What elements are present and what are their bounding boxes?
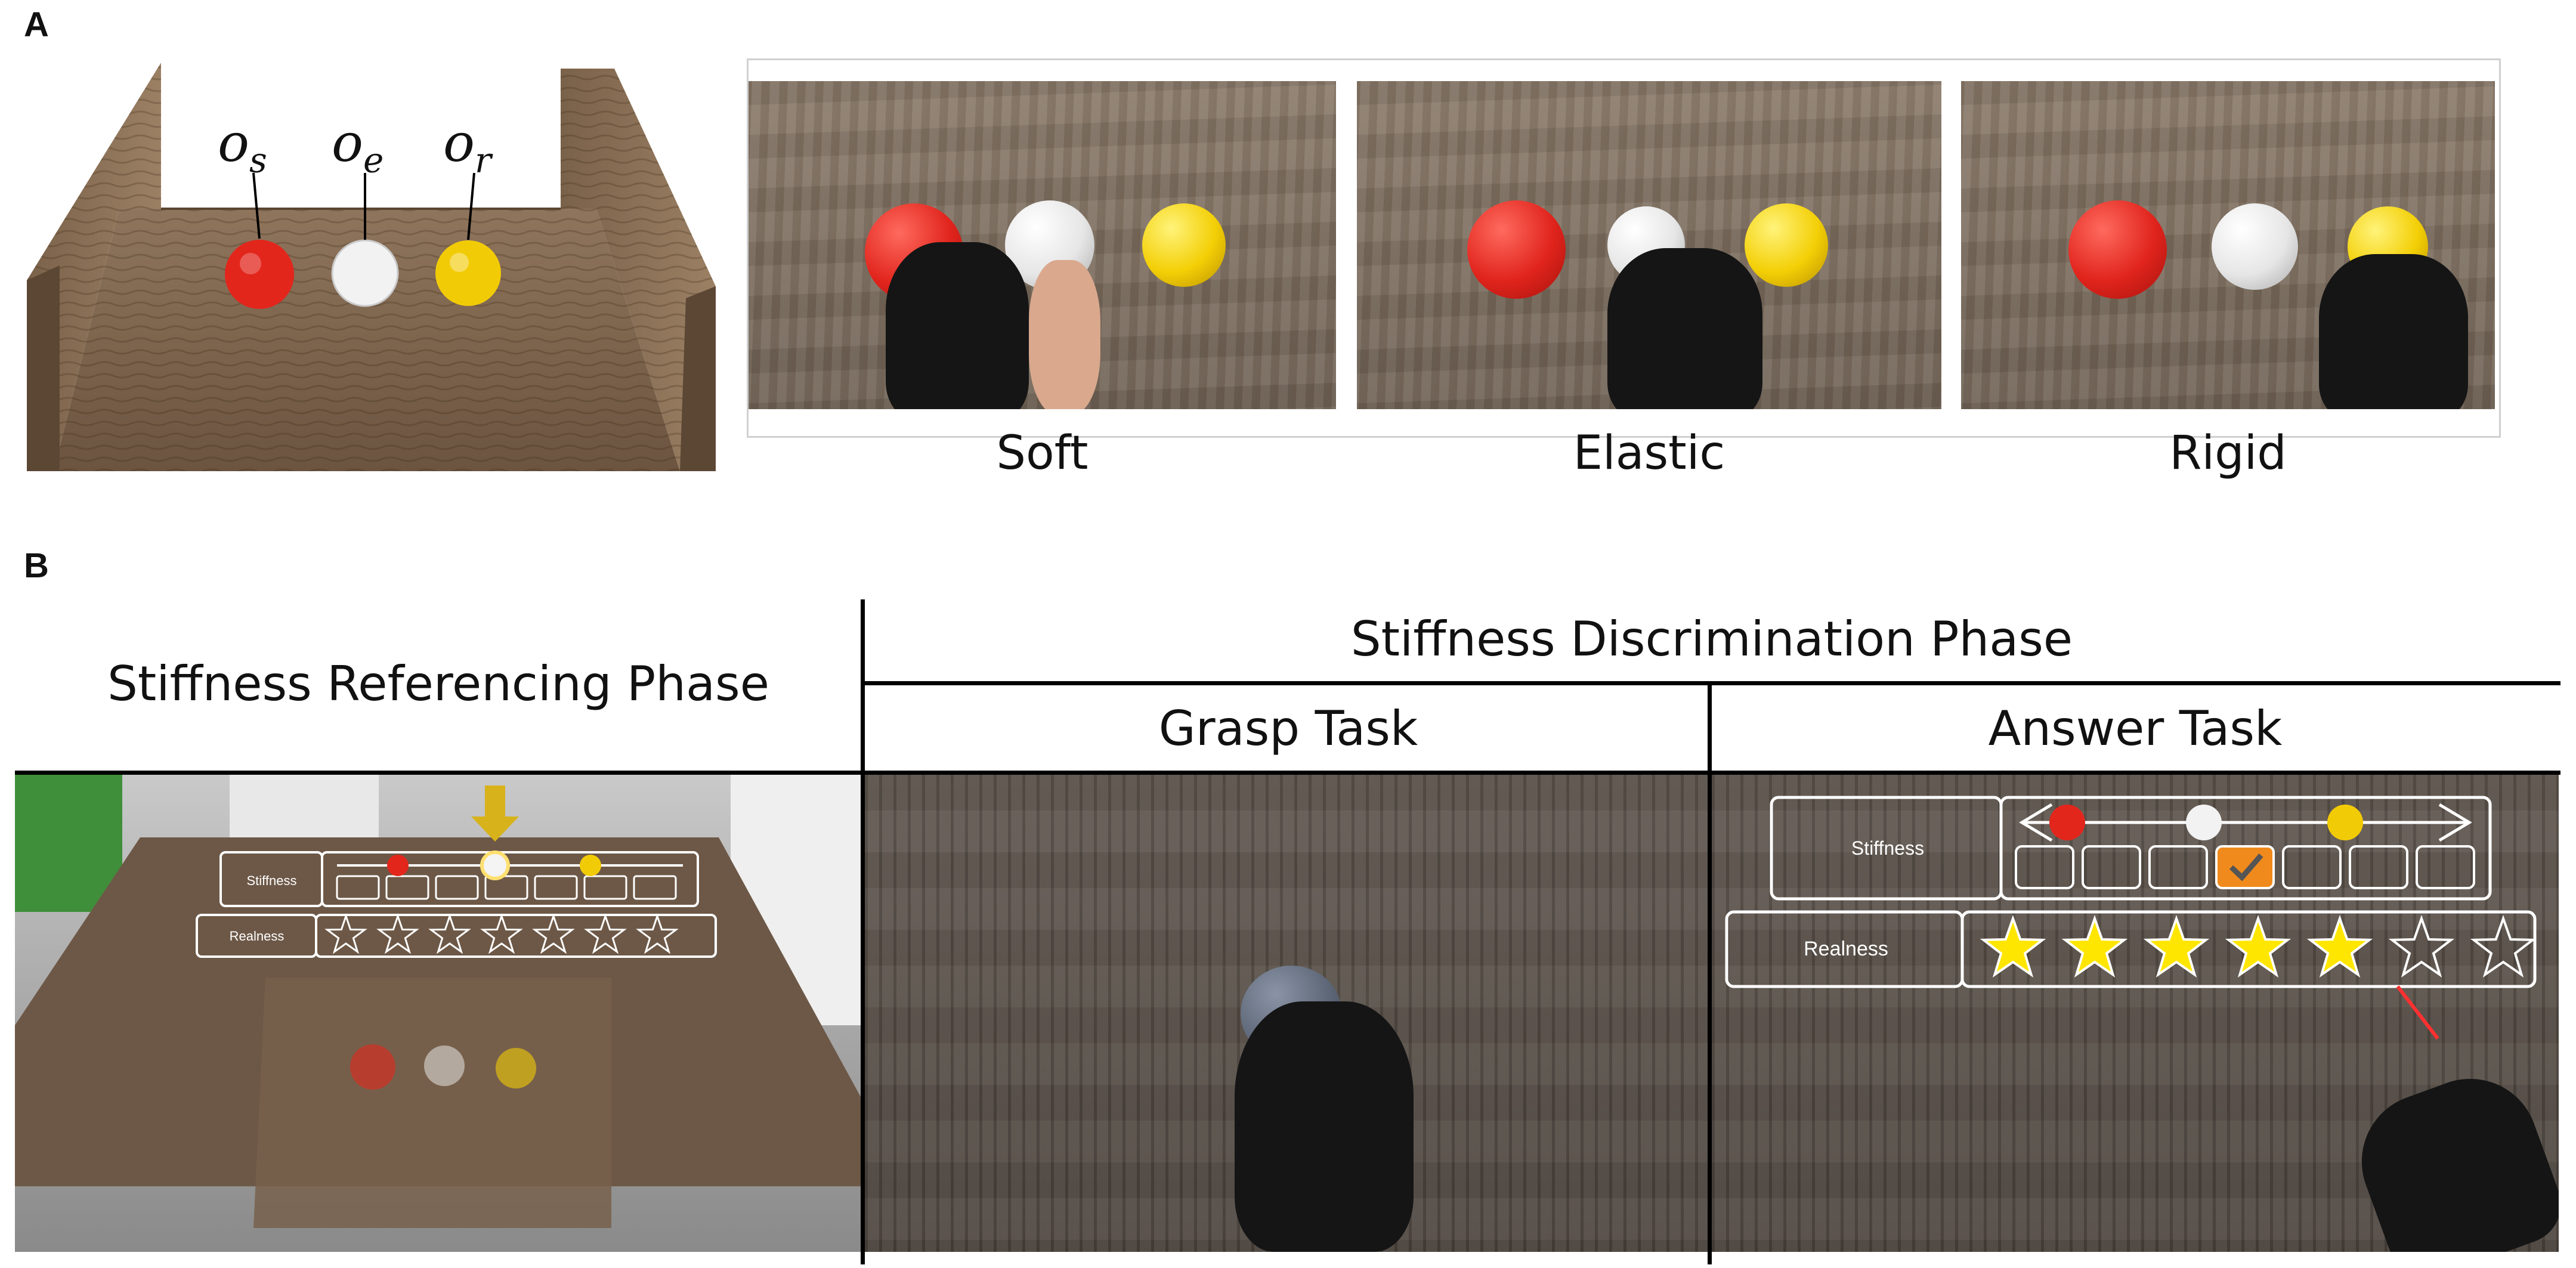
ref-realness-star[interactable] xyxy=(532,913,575,954)
answer-stiffness-slot[interactable] xyxy=(2082,845,2141,889)
ref-realness-star[interactable] xyxy=(428,913,471,954)
label-rigid-object: or xyxy=(443,112,491,181)
photo-grasp-rigid xyxy=(1961,81,2495,409)
ref-realness-star[interactable] xyxy=(324,913,367,954)
frame-answer-task: Stiffness Realness xyxy=(1712,775,2559,1252)
header-answer-task: Answer Task xyxy=(1988,701,2283,756)
frame-grasp-task xyxy=(865,775,1708,1252)
answer-stiffness-label: Stiffness xyxy=(1851,837,1925,859)
answer-realness-star[interactable] xyxy=(2143,914,2210,978)
separator-discrimination xyxy=(861,681,2560,685)
answer-realness-star[interactable] xyxy=(2061,914,2128,978)
check-icon xyxy=(2229,853,2263,882)
ref-stiffness-label: Stiffness xyxy=(246,873,297,888)
ref-realness-star[interactable] xyxy=(480,913,523,954)
label-elastic-object: oe xyxy=(332,112,384,181)
photo-frame xyxy=(747,58,2501,438)
wooden-box-illustration xyxy=(27,63,716,471)
answer-realness-star[interactable] xyxy=(2225,914,2292,978)
header-discrimination-phase: Stiffness Discrimination Phase xyxy=(1350,611,2073,667)
answer-realness-star[interactable] xyxy=(1980,914,2046,978)
answer-realness-star[interactable] xyxy=(2388,914,2455,978)
ref-realness-star[interactable] xyxy=(584,913,627,954)
panel-letter-a: A xyxy=(24,5,49,44)
separator-vertical-right xyxy=(1708,683,1712,1264)
answer-stiffness-slot[interactable] xyxy=(2349,845,2408,889)
label-soft-object: os xyxy=(218,112,267,181)
separator-vertical-left xyxy=(861,599,865,1264)
panel-letter-b: B xyxy=(24,546,49,585)
header-grasp-task: Grasp Task xyxy=(1158,701,1418,756)
answer-stiffness-slot[interactable] xyxy=(2148,845,2208,889)
answer-stiffness-slot[interactable] xyxy=(2015,845,2074,889)
caption-elastic: Elastic xyxy=(1573,426,1725,480)
answer-realness-star[interactable] xyxy=(2306,914,2373,978)
answer-realness-label: Realness xyxy=(1804,938,1888,960)
answer-stiffness-slot[interactable] xyxy=(2215,845,2275,889)
ref-realness-star[interactable] xyxy=(636,913,679,954)
header-referencing-phase: Stiffness Referencing Phase xyxy=(107,656,769,712)
caption-soft: Soft xyxy=(996,426,1088,480)
answer-stiffness-slot[interactable] xyxy=(2416,845,2475,889)
ref-realness-star[interactable] xyxy=(376,913,419,954)
answer-stiffness-slot[interactable] xyxy=(2282,845,2342,889)
separator-headers xyxy=(15,771,2560,775)
caption-rigid: Rigid xyxy=(2169,426,2287,480)
photo-grasp-soft xyxy=(749,81,1336,409)
ref-realness-label: Realness xyxy=(229,929,284,944)
photo-grasp-elastic xyxy=(1357,81,1941,409)
frame-referencing: Stiffness Realness xyxy=(15,775,861,1252)
answer-realness-star[interactable] xyxy=(2470,914,2537,978)
